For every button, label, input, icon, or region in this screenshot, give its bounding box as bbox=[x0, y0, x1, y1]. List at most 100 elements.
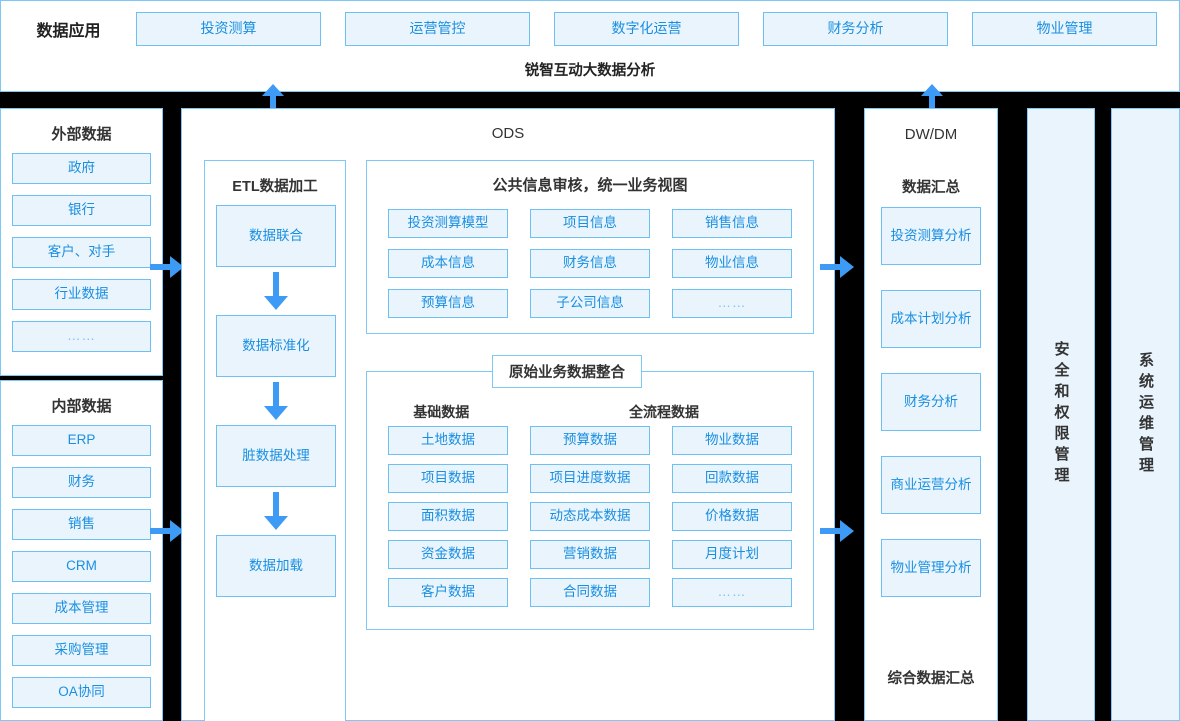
etl-arrow-down-1 bbox=[264, 272, 288, 310]
raw-item-monthly-plan[interactable]: 月度计划 bbox=[672, 540, 792, 569]
arrow-head bbox=[264, 406, 288, 420]
arrow-head bbox=[170, 256, 184, 278]
public-info-grid: 投资测算模型 项目信息 销售信息 成本信息 财务信息 物业信息 预算信息 子公司… bbox=[388, 209, 792, 318]
security-permission-label: 安全和权限管理 bbox=[1052, 341, 1070, 488]
external-data-list: 政府 银行 客户、对手 行业数据 …… bbox=[12, 153, 151, 352]
tab-operations-control[interactable]: 运营管控 bbox=[345, 12, 530, 46]
etl-step-data-standardization[interactable]: 数据标准化 bbox=[216, 315, 336, 377]
raw-item-dynamic-cost-data[interactable]: 动态成本数据 bbox=[530, 502, 650, 531]
internal-data-list: ERP 财务 销售 CRM 成本管理 采购管理 OA协同 bbox=[12, 425, 151, 708]
raw-item-land-data[interactable]: 土地数据 bbox=[388, 426, 508, 455]
header-subtitle: 锐智互动大数据分析 bbox=[524, 63, 656, 79]
etl-group: ETL数据加工 数据联合 数据标准化 脏数据处理 bbox=[204, 160, 346, 721]
internal-item-finance[interactable]: 财务 bbox=[12, 467, 151, 498]
public-item-investment-model[interactable]: 投资测算模型 bbox=[388, 209, 508, 238]
arrow-right-ods-to-dwdm-top bbox=[820, 256, 854, 278]
tab-digital-operations[interactable]: 数字化运营 bbox=[554, 12, 739, 46]
public-item-more[interactable]: …… bbox=[672, 289, 792, 318]
external-data-panel: 外部数据 政府 银行 客户、对手 行业数据 …… bbox=[0, 108, 163, 376]
external-item-customers-competitors[interactable]: 客户、对手 bbox=[12, 237, 151, 268]
tab-financial-analysis[interactable]: 财务分析 bbox=[763, 12, 948, 46]
etl-step-dirty-data-processing[interactable]: 脏数据处理 bbox=[216, 425, 336, 487]
dwdm-footer: 综合数据汇总 bbox=[887, 671, 975, 687]
raw-item-more[interactable]: …… bbox=[672, 578, 792, 607]
dwdm-item-commercial-operations-analysis[interactable]: 商业运营分析 bbox=[881, 456, 981, 514]
dwdm-item-cost-plan-analysis[interactable]: 成本计划分析 bbox=[881, 290, 981, 348]
raw-item-project-data[interactable]: 项目数据 bbox=[388, 464, 508, 493]
dwdm-subtitle: 数据汇总 bbox=[902, 180, 960, 196]
raw-item-marketing-data[interactable]: 营销数据 bbox=[530, 540, 650, 569]
etl-step-data-loading[interactable]: 数据加载 bbox=[216, 535, 336, 597]
arrow-head bbox=[170, 520, 184, 542]
public-item-subsidiary-info[interactable]: 子公司信息 bbox=[530, 289, 650, 318]
raw-item-customer-data[interactable]: 客户数据 bbox=[388, 578, 508, 607]
raw-item-budget-data[interactable]: 预算数据 bbox=[530, 426, 650, 455]
dwdm-item-property-management-analysis[interactable]: 物业管理分析 bbox=[881, 539, 981, 597]
security-permission-bar: 安全和权限管理 bbox=[1027, 108, 1095, 721]
dwdm-item-investment-analysis[interactable]: 投资测算分析 bbox=[881, 207, 981, 265]
raw-header-basic: 基础数据 bbox=[413, 404, 470, 420]
system-ops-bar: 系统运维管理 bbox=[1111, 108, 1180, 721]
raw-item-contract-data[interactable]: 合同数据 bbox=[530, 578, 650, 607]
internal-item-crm[interactable]: CRM bbox=[12, 551, 151, 582]
arrow-stem bbox=[273, 492, 279, 518]
etl-arrow-down-3 bbox=[264, 492, 288, 530]
raw-item-property-data[interactable]: 物业数据 bbox=[672, 426, 792, 455]
arrow-head bbox=[840, 256, 854, 278]
external-item-industry-data[interactable]: 行业数据 bbox=[12, 279, 151, 310]
external-item-bank[interactable]: 银行 bbox=[12, 195, 151, 226]
arrow-right-external-to-ods bbox=[150, 256, 184, 278]
arrow-head bbox=[840, 520, 854, 542]
internal-item-oa-collaboration[interactable]: OA协同 bbox=[12, 677, 151, 708]
public-item-property-info[interactable]: 物业信息 bbox=[672, 249, 792, 278]
internal-item-procurement-management[interactable]: 采购管理 bbox=[12, 635, 151, 666]
arrow-stem bbox=[150, 264, 172, 270]
ods-panel: ODS ETL数据加工 数据联合 数据标准化 bbox=[181, 108, 835, 721]
internal-data-title: 内部数据 bbox=[51, 398, 112, 415]
raw-item-collection-data[interactable]: 回款数据 bbox=[672, 464, 792, 493]
external-item-government[interactable]: 政府 bbox=[12, 153, 151, 184]
arrow-head bbox=[921, 84, 943, 96]
public-item-finance-info[interactable]: 财务信息 bbox=[530, 249, 650, 278]
etl-step-data-federation[interactable]: 数据联合 bbox=[216, 205, 336, 267]
public-info-title: 公共信息审核，统一业务视图 bbox=[492, 177, 688, 194]
raw-item-project-progress-data[interactable]: 项目进度数据 bbox=[530, 464, 650, 493]
arrow-head bbox=[262, 84, 284, 96]
arrow-stem bbox=[273, 382, 279, 408]
etl-arrow-2-wrap bbox=[216, 377, 336, 425]
internal-item-erp[interactable]: ERP bbox=[12, 425, 151, 456]
arrow-stem bbox=[273, 272, 279, 298]
public-item-sales-info[interactable]: 销售信息 bbox=[672, 209, 792, 238]
arrow-up-ods-to-header bbox=[262, 84, 284, 110]
arrow-right-internal-to-ods bbox=[150, 520, 184, 542]
system-ops-label: 系统运维管理 bbox=[1137, 351, 1154, 478]
raw-integration-headers: 基础数据 全流程数据 bbox=[367, 402, 813, 422]
internal-data-panel: 内部数据 ERP 财务 销售 CRM 成本管理 采购管理 OA协同 bbox=[0, 380, 163, 721]
etl-title: ETL数据加工 bbox=[232, 179, 318, 195]
etl-arrow-3-wrap bbox=[216, 487, 336, 535]
raw-item-area-data[interactable]: 面积数据 bbox=[388, 502, 508, 531]
external-item-more[interactable]: …… bbox=[12, 321, 151, 352]
raw-integration-title: 原始业务数据整合 bbox=[492, 355, 642, 388]
public-item-project-info[interactable]: 项目信息 bbox=[530, 209, 650, 238]
header-tab-row: 数据应用 投资测算 运营管控 数字化运营 财务分析 物业管理 bbox=[1, 1, 1179, 57]
dwdm-item-financial-analysis[interactable]: 财务分析 bbox=[881, 373, 981, 431]
public-item-budget-info[interactable]: 预算信息 bbox=[388, 289, 508, 318]
arrow-stem bbox=[270, 92, 276, 110]
arrow-head bbox=[264, 516, 288, 530]
arrow-stem bbox=[820, 264, 842, 270]
public-item-cost-info[interactable]: 成本信息 bbox=[388, 249, 508, 278]
tab-property-management[interactable]: 物业管理 bbox=[972, 12, 1157, 46]
tab-investment-estimation[interactable]: 投资测算 bbox=[136, 12, 321, 46]
raw-integration-group: 原始业务数据整合 基础数据 全流程数据 土地数据 预算数据 物业数据 项目数据 … bbox=[366, 355, 814, 630]
internal-item-cost-management[interactable]: 成本管理 bbox=[12, 593, 151, 624]
etl-arrow-down-2 bbox=[264, 382, 288, 420]
arrow-up-dwdm-to-header bbox=[921, 84, 943, 110]
internal-item-sales[interactable]: 销售 bbox=[12, 509, 151, 540]
arrow-right-ods-to-dwdm-bottom bbox=[820, 520, 854, 542]
arrow-stem bbox=[929, 92, 935, 110]
etl-steps: 数据联合 数据标准化 脏数据处理 bbox=[216, 205, 336, 597]
raw-item-price-data[interactable]: 价格数据 bbox=[672, 502, 792, 531]
raw-item-fund-data[interactable]: 资金数据 bbox=[388, 540, 508, 569]
